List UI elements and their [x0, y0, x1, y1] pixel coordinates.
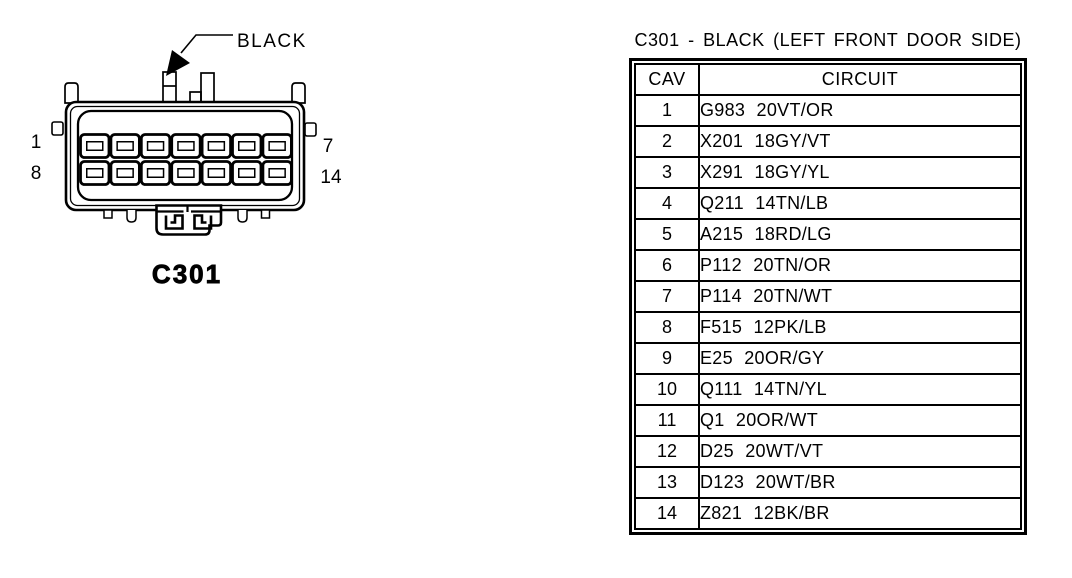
cav-cell: 6: [634, 249, 700, 282]
circuit-cell: G983 20VT/OR: [698, 94, 1022, 127]
circuit-cell: Q111 14TN/YL: [698, 373, 1022, 406]
pin-7-label: 7: [323, 136, 334, 157]
connector-face-drawing: BLACK 1 8 7 14 C301: [31, 31, 342, 289]
pin-8-label: 8: [31, 163, 42, 184]
table-row: 6 P112 20TN/OR: [634, 249, 1022, 282]
table-row: 4 Q211 14TN/LB: [634, 187, 1022, 220]
table-row: 10 Q111 14TN/YL: [634, 373, 1022, 406]
connector-side-tabs: [51, 121, 317, 137]
circuit-cell: X291 18GY/YL: [698, 156, 1022, 189]
connector-bottom-tabs: [103, 209, 271, 223]
cav-cell: 3: [634, 156, 700, 189]
connector-pinout-section: C301 - BLACK (LEFT FRONT DOOR SIDE) CAV …: [629, 30, 1029, 535]
col-header-cav: CAV: [634, 63, 700, 96]
connector-top-tabs: [162, 71, 215, 104]
circuit-cell: F515 12PK/LB: [698, 311, 1022, 344]
pin-14-label: 14: [320, 167, 342, 188]
circuit-cell: P112 20TN/OR: [698, 249, 1022, 282]
terminal-cavities: [79, 133, 293, 186]
connector-latch: [155, 204, 223, 236]
table-row: 7 P114 20TN/WT: [634, 280, 1022, 313]
table-row: 9 E25 20OR/GY: [634, 342, 1022, 375]
circuit-cell: Q1 20OR/WT: [698, 404, 1022, 437]
table-row: 8 F515 12PK/LB: [634, 311, 1022, 344]
cav-cell: 12: [634, 435, 700, 468]
table-row: 3 X291 18GY/YL: [634, 156, 1022, 189]
table-row: 1 G983 20VT/OR: [634, 94, 1022, 127]
table-title: C301 - BLACK (LEFT FRONT DOOR SIDE): [634, 30, 1022, 50]
connector-ears: [64, 82, 306, 104]
cav-cell: 2: [634, 125, 700, 158]
circuit-cell: X201 18GY/VT: [698, 125, 1022, 158]
cav-cell: 4: [634, 187, 700, 220]
cav-cell: 10: [634, 373, 700, 406]
table-row: 5 A215 18RD/LG: [634, 218, 1022, 251]
table-row: 12 D25 20WT/VT: [634, 435, 1022, 468]
connector-id-label: C301: [152, 259, 222, 289]
circuit-cell: P114 20TN/WT: [698, 280, 1022, 313]
table-row: 11 Q1 20OR/WT: [634, 404, 1022, 437]
circuit-cell: Q211 14TN/LB: [698, 187, 1022, 220]
col-header-circuit: CIRCUIT: [698, 63, 1022, 96]
wire-color-label: BLACK: [237, 31, 307, 52]
cav-cell: 14: [634, 497, 700, 530]
cav-cell: 1: [634, 94, 700, 127]
connector-body: [64, 100, 306, 212]
cav-circuit-table: CAV CIRCUIT 1 G983 20VT/OR 2 X201 18GY/V…: [634, 63, 1022, 530]
table-header-row: CAV CIRCUIT: [634, 63, 1022, 96]
cav-cell: 9: [634, 342, 700, 375]
cav-circuit-table-border: CAV CIRCUIT 1 G983 20VT/OR 2 X201 18GY/V…: [629, 58, 1027, 535]
table-row: 2 X201 18GY/VT: [634, 125, 1022, 158]
black-leader-arrow: [166, 34, 233, 76]
cav-cell: 13: [634, 466, 700, 499]
cav-cell: 7: [634, 280, 700, 313]
circuit-cell: E25 20OR/GY: [698, 342, 1022, 375]
table-row: 14 Z821 12BK/BR: [634, 497, 1022, 530]
connector-diagram: BLACK 1 8 7 14 C301: [0, 0, 400, 300]
cav-cell: 11: [634, 404, 700, 437]
table-row: 13 D123 20WT/BR: [634, 466, 1022, 499]
circuit-cell: Z821 12BK/BR: [698, 497, 1022, 530]
circuit-cell: D25 20WT/VT: [698, 435, 1022, 468]
cav-cell: 5: [634, 218, 700, 251]
pin-1-label: 1: [31, 132, 42, 153]
circuit-cell: A215 18RD/LG: [698, 218, 1022, 251]
circuit-cell: D123 20WT/BR: [698, 466, 1022, 499]
cav-cell: 8: [634, 311, 700, 344]
